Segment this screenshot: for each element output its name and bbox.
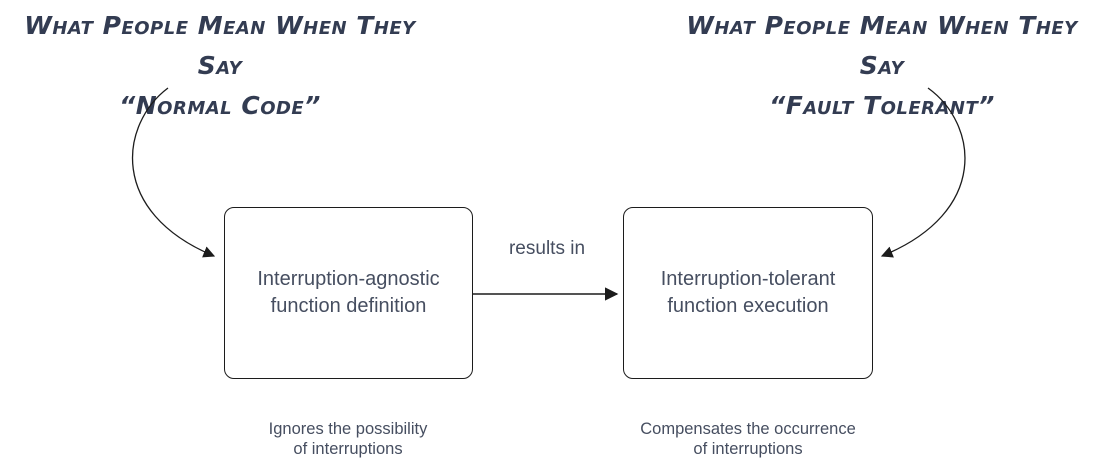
box-interruption-agnostic-line2: function definition	[270, 295, 427, 317]
caption-left-line2: of interruptions	[293, 439, 403, 458]
box-interruption-tolerant-line1: Interruption-tolerant	[660, 268, 836, 290]
caption-left: Ignores the possibility of interruptions	[198, 420, 498, 459]
caption-right: Compensates the occurrence of interrupti…	[598, 420, 898, 459]
caption-left-line1: Ignores the possibility	[268, 420, 428, 438]
annotation-fault-tolerant: What People Mean When They Say “Fault To…	[662, 6, 1096, 126]
results-in-label: results in	[508, 238, 586, 259]
box-interruption-tolerant-line2: function execution	[667, 295, 829, 317]
annotation-fault-tolerant-line1: What People Mean When They Say	[686, 11, 1078, 80]
annotation-normal-code-line1: What People Mean When They Say	[24, 11, 416, 80]
box-interruption-agnostic: Interruption-agnostic function definitio…	[224, 207, 473, 379]
box-interruption-agnostic-line1: Interruption-agnostic	[257, 268, 440, 290]
box-interruption-tolerant: Interruption-tolerant function execution	[623, 207, 873, 379]
caption-right-line1: Compensates the occurrence	[640, 420, 856, 438]
annotation-fault-tolerant-line2: “Fault Tolerant”	[769, 91, 995, 120]
annotation-normal-code: What People Mean When They Say “Normal C…	[0, 6, 440, 126]
caption-right-line2: of interruptions	[693, 439, 803, 458]
annotation-normal-code-line2: “Normal Code”	[119, 91, 321, 120]
